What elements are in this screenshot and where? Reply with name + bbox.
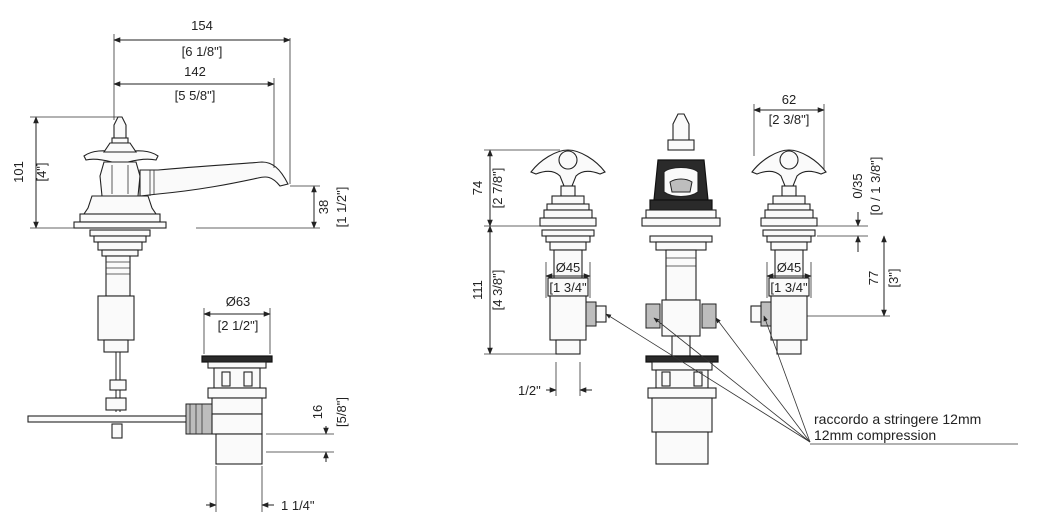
- dim-38-mm: 38: [316, 200, 331, 214]
- washer-1: [89, 229, 151, 237]
- left-compression-fitting: [585, 301, 597, 327]
- left-valve-body: [549, 295, 587, 341]
- dim-62-mm: 62: [782, 92, 796, 107]
- dim-74-mm: 74: [470, 181, 485, 195]
- rod-knob: [111, 423, 123, 439]
- base-plate: [79, 213, 161, 223]
- dim-77-mm: 77: [866, 271, 881, 285]
- spout: [139, 161, 289, 197]
- dim-74-in: [2 7/8"]: [490, 168, 505, 209]
- right-cross-handle-assembly: [750, 149, 827, 355]
- waste-tailpiece-upper: [211, 413, 263, 435]
- finial: [113, 116, 127, 139]
- waste-tailpiece: [215, 433, 263, 465]
- lower-body: [97, 295, 135, 341]
- note-compression-en: 12mm compression: [814, 427, 936, 443]
- right-valve-body: [770, 295, 808, 341]
- waste-body: [211, 397, 263, 415]
- pop-up-waste: [185, 355, 273, 465]
- left-mixer-side-view: [27, 116, 289, 439]
- nut-lower: [101, 249, 139, 257]
- dim-62-in: [2 3/8"]: [769, 112, 810, 127]
- spout-fitting-left: [645, 303, 661, 329]
- dim-16-in: [5/8"]: [334, 397, 349, 427]
- base-escutcheon: [82, 195, 158, 215]
- threaded-shank: [105, 255, 131, 297]
- deck-line: [73, 221, 167, 229]
- spout-fitting-right: [701, 303, 717, 329]
- lower-connector: [103, 339, 129, 353]
- rod-clip: [109, 379, 127, 391]
- dim-114-in: 1 1/4": [281, 498, 315, 513]
- waste-front-view: [645, 355, 719, 465]
- dim-45b-in: [1 3/4": [770, 280, 808, 295]
- dim-154-in: [6 1/8"]: [182, 44, 223, 59]
- finial-collar: [111, 137, 129, 144]
- rod-clamp: [105, 397, 127, 411]
- note-compression-it: raccordo a stringere 12mm: [814, 411, 981, 427]
- lock-nut: [97, 241, 143, 251]
- waste-body-upper: [213, 367, 261, 389]
- dim-101-mm: 101: [11, 161, 26, 183]
- dim-142-in: [5 5/8"]: [175, 88, 216, 103]
- spout-lower-body: [661, 299, 701, 337]
- right-dimensions: 62 [2 3/8"] 74 [2 7/8"] 111 [4 3/8"] Ø45…: [470, 92, 901, 398]
- dim-035-in: [0 / 1 3/8"]: [868, 157, 883, 216]
- dim-12-in: 1/2": [518, 383, 541, 398]
- center-spout-assembly: [641, 113, 721, 357]
- left-dimensions: 154 [6 1/8"] 142 [5 5/8"] 101 [4"] 38 [1…: [11, 18, 349, 513]
- dim-142-mm: 142: [184, 64, 206, 79]
- dim-38-in: [1 1/2"]: [334, 187, 349, 228]
- compression-leaders: [605, 313, 1018, 445]
- waste-flange: [201, 355, 273, 363]
- dim-111-in: [4 3/8"]: [490, 270, 505, 311]
- dim-101-in: [4"]: [34, 162, 49, 181]
- dim-035-mm: 0/35: [850, 173, 865, 198]
- dim-154-mm: 154: [191, 18, 213, 33]
- left-cross-handle-assembly: [530, 149, 607, 355]
- dim-45a-in: [1 3/4": [549, 280, 587, 295]
- body-upper: [99, 161, 141, 197]
- dim-63-in: [2 1/2"]: [218, 318, 259, 333]
- waste-nut: [207, 387, 267, 399]
- pop-up-rod: [27, 415, 193, 423]
- dim-16-mm: 16: [310, 405, 325, 419]
- dim-111-mm: 111: [470, 280, 485, 300]
- dim-45b-mm: Ø45: [777, 260, 802, 275]
- dim-63-mm: Ø63: [226, 294, 251, 309]
- washer-2: [93, 235, 147, 243]
- dim-77-in: [3"]: [886, 268, 901, 287]
- dim-45a-mm: Ø45: [556, 260, 581, 275]
- spout-finial: [672, 113, 690, 141]
- lever-hub: [102, 142, 138, 153]
